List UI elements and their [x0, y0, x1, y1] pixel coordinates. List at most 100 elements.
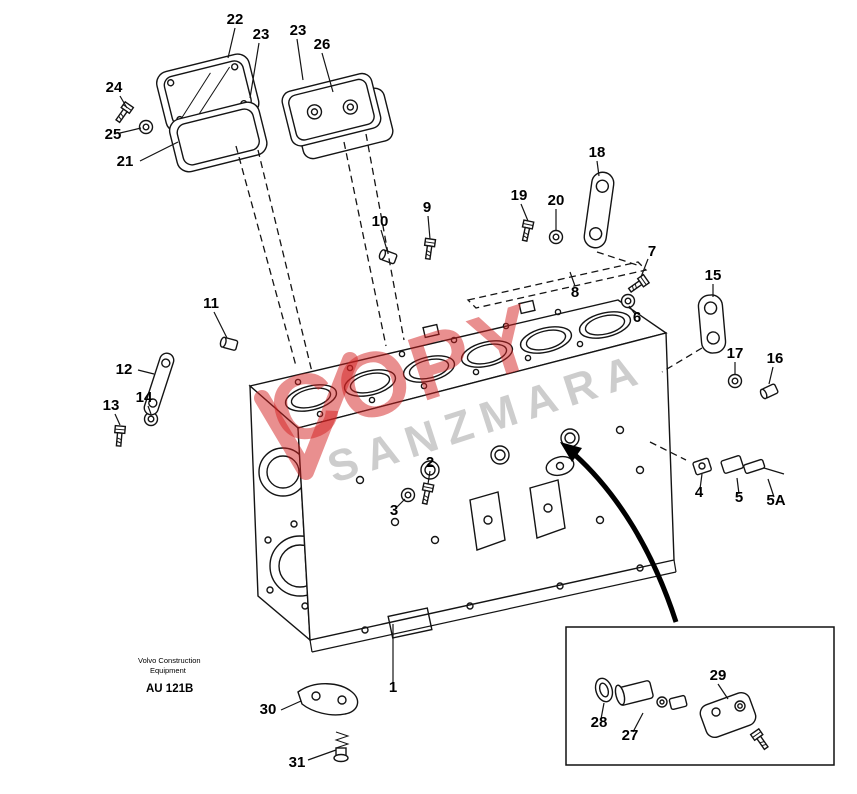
- gasket-21: [168, 101, 268, 173]
- footer-block: Volvo Construction Equipment AU 121B: [138, 656, 201, 695]
- brand-text-line2: Equipment: [150, 666, 187, 675]
- stud-hole: [554, 308, 562, 316]
- cylinder-bore-inner: [466, 343, 508, 365]
- callout-label-24: 24: [106, 79, 123, 96]
- cover-plate-26: [281, 72, 382, 147]
- leader-line: [139, 141, 179, 162]
- leader-line: [321, 52, 334, 93]
- callout-label-23: 23: [253, 26, 270, 43]
- bolt-7: [626, 273, 650, 295]
- dashed-line: [596, 251, 641, 267]
- cylinder-bore-inner: [584, 314, 626, 336]
- plug-16: [758, 382, 780, 401]
- fitting-4: [692, 457, 712, 476]
- leader-line: [147, 405, 152, 415]
- dashed-alignment-lines: [235, 133, 703, 461]
- boss-hole: [615, 425, 625, 435]
- leader-line: [427, 215, 431, 240]
- callout-label-29: 29: [710, 667, 727, 684]
- callout-label-28: 28: [591, 714, 608, 731]
- head-stud-holes: [294, 308, 584, 418]
- leader-line: [213, 311, 228, 339]
- core-plug: [490, 445, 510, 465]
- stud-hole: [294, 378, 302, 386]
- flange-bolt-hole: [556, 582, 564, 590]
- callout-label-8: 8: [571, 284, 579, 301]
- stud-hole: [472, 368, 480, 376]
- bottom-flange-line: [311, 571, 677, 653]
- boss-hole: [355, 475, 365, 485]
- callout-label-4: 4: [695, 484, 704, 501]
- stud-hole: [398, 350, 406, 358]
- callout-label-18: 18: [589, 144, 606, 161]
- leader-line: [768, 366, 774, 385]
- small-parts-group: [112, 101, 785, 763]
- bolt-9: [422, 237, 437, 261]
- callout-label-6: 6: [633, 309, 641, 326]
- core-plug: [420, 460, 440, 480]
- dashed-line: [235, 145, 297, 367]
- cover-bolt-hole: [266, 586, 274, 594]
- callout-label-13: 13: [103, 397, 120, 414]
- leader-line: [767, 478, 775, 498]
- top-covers-group: [156, 53, 394, 173]
- leader-line: [396, 498, 406, 508]
- callout-label-30: 30: [260, 701, 277, 718]
- seal-28: [594, 677, 614, 703]
- deck-boss: [422, 323, 440, 339]
- dashed-line: [343, 141, 387, 347]
- leader-lines: [114, 27, 775, 761]
- cylinder-bores: [284, 311, 632, 412]
- callout-label-26: 26: [314, 36, 331, 53]
- stud-hole: [502, 322, 510, 330]
- callout-label-21: 21: [117, 153, 134, 170]
- cover-bolt-hole: [290, 520, 298, 528]
- washer-17: [727, 373, 743, 389]
- washer-6: [620, 293, 636, 309]
- bottom-flange-edge: [309, 639, 313, 653]
- callout-label-5: 5: [735, 489, 743, 506]
- cylinder-bore: [402, 355, 456, 383]
- leader-line: [249, 42, 260, 99]
- leader-line: [427, 470, 431, 485]
- dashed-gasket-band-8: [466, 261, 648, 309]
- callout-label-17: 17: [727, 345, 744, 362]
- boss-hole: [635, 465, 645, 475]
- valve-27: [614, 680, 688, 711]
- cylinder-bore: [460, 340, 514, 368]
- callout-label-3: 3: [390, 502, 398, 519]
- flange-bolt-hole: [636, 564, 644, 572]
- callout-label-27: 27: [622, 727, 639, 744]
- leader-line: [640, 258, 649, 278]
- callout-label-5A: 5A: [766, 492, 785, 509]
- stud-hole: [576, 340, 584, 348]
- bracket-15: [697, 294, 727, 354]
- boss-hole: [430, 535, 440, 545]
- deck-boss: [518, 299, 536, 315]
- callout-label-15: 15: [705, 267, 722, 284]
- callout-label-9: 9: [423, 199, 431, 216]
- leader-line: [296, 38, 304, 81]
- callout-label-23: 23: [290, 22, 307, 39]
- dashed-line: [257, 149, 313, 373]
- callout-label-1: 1: [389, 679, 397, 696]
- callout-label-19: 19: [511, 187, 528, 204]
- bracket-30: [297, 683, 359, 716]
- callout-label-12: 12: [116, 361, 133, 378]
- leader-line: [632, 712, 644, 733]
- bolt-19: [519, 219, 535, 243]
- dashed-line: [649, 441, 687, 461]
- leader-line: [520, 203, 529, 222]
- flange-bolt-hole: [466, 602, 474, 610]
- arrowhead: [560, 442, 582, 462]
- leader-line: [736, 477, 740, 495]
- bolt-13: [112, 424, 127, 448]
- washer-25: [138, 119, 154, 135]
- stud-hole: [368, 396, 376, 404]
- boss-hole: [595, 515, 605, 525]
- washer-3: [400, 487, 416, 503]
- flange-bolt-hole: [361, 626, 369, 634]
- cylinder-bore: [519, 326, 573, 354]
